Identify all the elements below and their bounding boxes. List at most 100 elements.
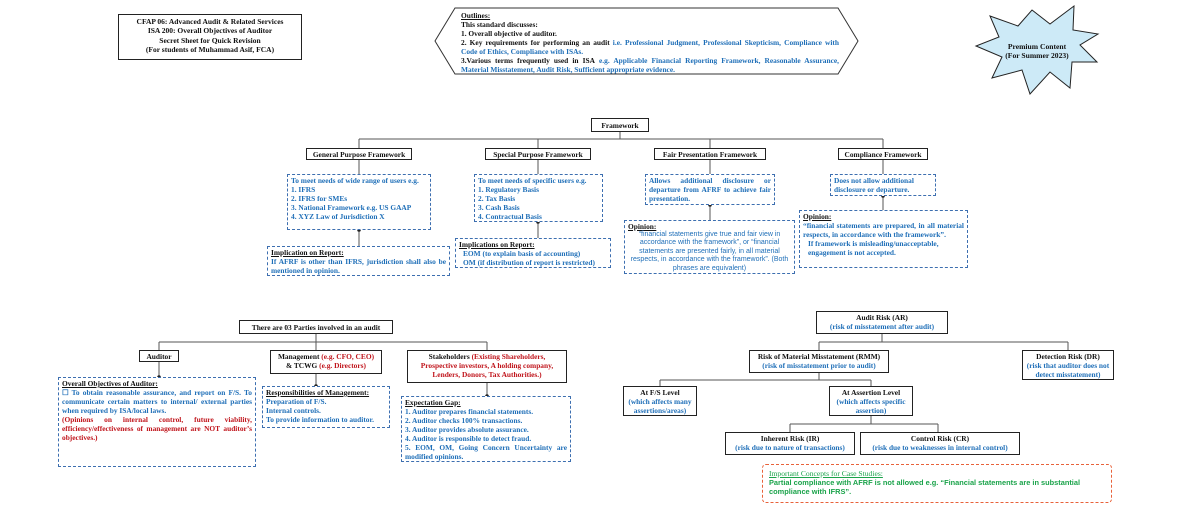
special-implication-box: Implications on Report: EOM (to explain … <box>455 238 611 268</box>
outlines-intro: This standard discusses: <box>461 20 538 30</box>
general-purpose-framework-title: General Purpose Framework <box>306 148 412 160</box>
assertion-level-box: At Assertion Level (which affects specif… <box>829 386 913 416</box>
premium-badge: Premium Content (For Summer 2023) <box>990 42 1084 61</box>
special-item-contractual: 4. Contractual Basis <box>478 212 542 222</box>
control-risk-box: Control Risk (CR) (risk due to weaknesse… <box>860 432 1020 455</box>
management-label: Management <box>277 352 320 361</box>
expectation-gap-box: Expectation Gap: 1. Auditor prepares fin… <box>401 396 571 462</box>
special-item-regulatory: 1. Regulatory Basis <box>478 185 539 195</box>
expectation-gap-item-2: 2. Auditor checks 100% transactions. <box>405 416 523 426</box>
outlines-box: Outlines: This standard discusses: 1. Ov… <box>461 11 839 74</box>
outlines-item-3-detail: e.g. Applicable Financial Reporting Fram… <box>461 56 839 75</box>
title-box: CFAP 06: Advanced Audit & Related Servic… <box>118 14 302 60</box>
general-framework-desc: To meet needs of wide range of users e.g… <box>287 174 431 230</box>
general-item-xyz: 4. XYZ Law of Jurisdiction X <box>291 212 385 222</box>
fs-level-title: At F/S Level <box>640 388 680 397</box>
premium-line-2: (For Summer 2023) <box>1005 51 1069 61</box>
expectation-gap-item-4: 4. Auditor is responsible to detect frau… <box>405 434 532 444</box>
auditor-objectives-exclusion: (Opinions on internal control, future vi… <box>62 415 252 443</box>
stakeholders-label: Stakeholders <box>428 352 470 361</box>
inherent-risk-subtitle: (risk due to nature of transactions) <box>735 443 845 453</box>
assertion-level-subtitle: (which affects specific assertion) <box>836 397 906 416</box>
auditor-objectives-heading: Overall Objectives of Auditor: <box>62 379 158 388</box>
compliance-opinion-box: Opinion: “financial statements are prepa… <box>799 210 968 268</box>
control-risk-subtitle: (risk due to weaknesses in internal cont… <box>872 443 1008 453</box>
compliance-framework-desc: Does not allow additional disclosure or … <box>830 174 936 196</box>
general-implication-heading: Implication on Report: <box>271 248 344 257</box>
title-line-sheet: Secret Sheet for Quick Revision <box>159 35 261 45</box>
fair-opinion-box: Opinion: “financial statements give true… <box>624 220 795 274</box>
responsibility-item-information: To provide information to auditor. <box>266 415 374 425</box>
outlines-item-1: 1. Overall objective of auditor. <box>461 29 557 39</box>
stakeholders-title: Stakeholders (Existing Shareholders, Pro… <box>407 350 567 383</box>
fair-opinion-heading: Opinion: <box>628 222 657 231</box>
audit-risk-box: Audit Risk (AR) (risk of misstatement af… <box>816 311 948 334</box>
general-implication-text: If AFRF is other than IFRS, jurisdiction… <box>271 257 446 276</box>
title-line-audience: (For students of Muhammad Asif, FCA) <box>145 45 275 55</box>
starburst-shape <box>974 4 1100 95</box>
auditor-objectives-text: ☐ To obtain reasonable assurance, and re… <box>62 388 252 416</box>
expectation-gap-item-3: 3. Auditor provides absolute assurance. <box>405 425 529 435</box>
inherent-risk-title: Inherent Risk (IR) <box>760 434 820 443</box>
fair-desc-text: Allows additional disclosure or departur… <box>649 176 771 204</box>
general-item-smes: 2. IFRS for SMEs <box>291 194 348 204</box>
fs-level-box: At F/S Level (which affects many asserti… <box>623 386 697 416</box>
title-line-standard: ISA 200: Overall Objectives of Auditor <box>147 26 273 36</box>
general-item-ifrs: 1. IFRS <box>291 185 316 195</box>
responsibility-item-fs: Preparation of F/S. <box>266 397 327 407</box>
title-line-course: CFAP 06: Advanced Audit & Related Servic… <box>136 17 284 26</box>
special-item-cash: 3. Cash Basis <box>478 203 520 213</box>
compliance-opinion-note: If framework is misleading/unacceptable,… <box>808 239 939 258</box>
inherent-risk-box: Inherent Risk (IR) (risk due to nature o… <box>725 432 855 455</box>
expectation-gap-heading: Expectation Gap: <box>405 398 461 407</box>
tcwg-label: & TCWG <box>286 361 318 371</box>
general-desc-text: To meet needs of wide range of users e.g… <box>291 176 419 185</box>
case-study-box: Important Concepts for Case Studies: Par… <box>762 464 1112 503</box>
expectation-gap-item-5: 5. EOM, OM, Going Concern Uncertainty ar… <box>405 443 567 462</box>
special-implication-om: OM (if distribution of report is restric… <box>463 258 595 268</box>
compliance-opinion-heading: Opinion: <box>803 212 832 221</box>
special-implication-eom: EOM (to explain basis of accounting) <box>463 249 581 259</box>
framework-root: Framework <box>591 118 649 132</box>
assertion-level-title: At Assertion Level <box>841 388 901 397</box>
rmm-title: Risk of Material Misstatement (RMM) <box>757 352 881 361</box>
management-responsibilities-heading: Responsibilities of Management: <box>266 388 370 397</box>
detection-risk-subtitle: (risk that auditor does not detect misst… <box>1026 361 1110 380</box>
tcwg-example: (e.g. Directors) <box>319 361 366 371</box>
outlines-heading: Outlines: <box>461 11 491 20</box>
detection-risk-box: Detection Risk (DR) (risk that auditor d… <box>1022 350 1114 380</box>
special-framework-desc: To meet needs of specific users e.g. 1. … <box>474 174 603 222</box>
premium-line-1: Premium Content <box>1007 42 1067 51</box>
management-example: (e.g. CFO, CEO) <box>321 352 375 361</box>
expectation-gap-item-1: 1. Auditor prepares financial statements… <box>405 407 534 417</box>
control-risk-title: Control Risk (CR) <box>910 434 970 443</box>
audit-risk-title: Audit Risk (AR) <box>856 313 908 322</box>
special-purpose-framework-title: Special Purpose Framework <box>485 148 591 160</box>
stakeholders-examples: (Existing Shareholders, Prospective inve… <box>420 352 554 380</box>
compliance-framework-title: Compliance Framework <box>838 148 928 160</box>
general-item-national: 3. National Framework e.g. US GAAP <box>291 203 412 213</box>
rmm-box: Risk of Material Misstatement (RMM) (ris… <box>749 350 889 373</box>
rmm-subtitle: (risk of misstatement prior to audit) <box>762 361 876 371</box>
compliance-opinion-text: “financial statements are prepared, in a… <box>803 221 964 240</box>
special-item-tax: 2. Tax Basis <box>478 194 516 204</box>
general-implication-box: Implication on Report: If AFRF is other … <box>267 246 450 276</box>
outlines-item-2-label: 2. Key requirements for performing an au… <box>461 38 610 48</box>
special-implication-heading: Implications on Report: <box>459 240 535 249</box>
case-study-heading: Important Concepts for Case Studies: <box>769 469 883 478</box>
detection-risk-title: Detection Risk (DR) <box>1036 352 1100 361</box>
management-responsibilities-box: Responsibilities of Management: Preparat… <box>262 386 390 428</box>
compliance-desc-text: Does not allow additional disclosure or … <box>834 176 914 195</box>
case-study-text: Partial compliance with AFRF is not allo… <box>769 478 1081 497</box>
auditor-objectives-box: Overall Objectives of Auditor: ☐ To obta… <box>58 377 256 467</box>
fair-opinion-text: “financial statements give true and fair… <box>630 231 789 272</box>
responsibility-item-controls: Internal controls. <box>266 406 321 416</box>
parties-root: There are 03 Parties involved in an audi… <box>239 320 393 334</box>
special-desc-text: To meet needs of specific users e.g. <box>478 176 587 185</box>
outlines-item-2-detail: i.e. Professional Judgment, Professional… <box>461 38 839 57</box>
fair-framework-desc: Allows additional disclosure or departur… <box>645 174 775 205</box>
audit-risk-subtitle: (risk of misstatement after audit) <box>829 322 935 332</box>
outlines-item-3-label: 3.Various terms frequently used in ISA <box>461 56 595 66</box>
fs-level-subtitle: (which affects many assertions/areas) <box>628 397 692 416</box>
